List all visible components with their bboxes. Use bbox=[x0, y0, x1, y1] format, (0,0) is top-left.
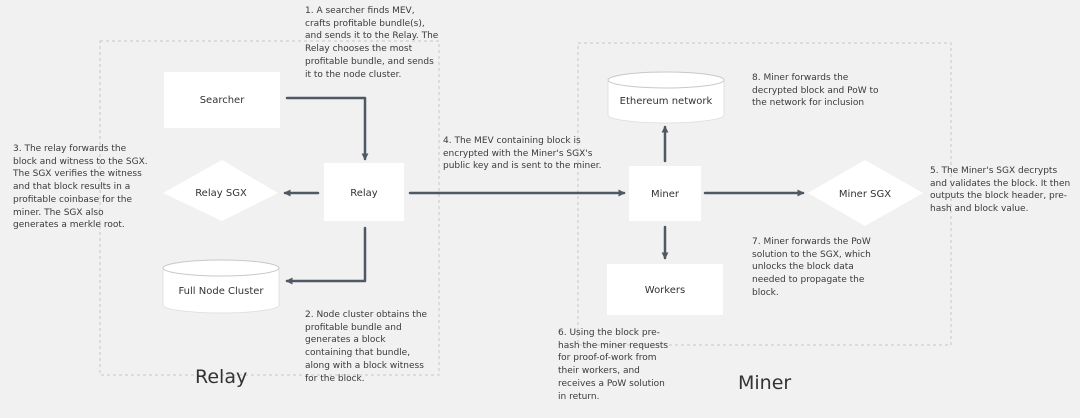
ethereum-network-node: Ethereum network bbox=[607, 71, 725, 124]
full-node-cluster-label: Full Node Cluster bbox=[178, 286, 264, 297]
step-4-note: 4. The MEV containing block is encrypted… bbox=[443, 136, 602, 172]
relay-sgx-label: Relay SGX bbox=[195, 188, 247, 199]
searcher-label: Searcher bbox=[200, 95, 246, 106]
relay-region-label: Relay bbox=[195, 366, 248, 388]
miner-region-boundary bbox=[577, 42, 952, 346]
workers-node: Workers bbox=[607, 264, 723, 315]
step-7-note: 7. Miner forwards the PoW solution to th… bbox=[752, 237, 871, 298]
relay-label: Relay bbox=[350, 188, 378, 199]
miner-sgx-label: Miner SGX bbox=[839, 189, 891, 200]
miner-sgx-node: Miner SGX bbox=[808, 160, 923, 226]
relay-region-boundary bbox=[99, 40, 440, 376]
relay-node: Relay bbox=[324, 163, 404, 221]
relay-sgx-node: Relay SGX bbox=[163, 160, 278, 221]
arrow-relay-to-full-node-cluster bbox=[285, 226, 367, 285]
step-1-note: 1. A searcher finds MEV, crafts profitab… bbox=[305, 6, 439, 80]
step-8-note: 8. Miner forwards the decrypted block an… bbox=[752, 73, 879, 109]
ethereum-network-label: Ethereum network bbox=[620, 96, 713, 107]
step-5-note: 5. The Miner's SGX decrypts and validate… bbox=[930, 166, 1071, 215]
arrow-searcher-to-relay bbox=[285, 96, 369, 161]
step-3-note: 3. The relay forwards the block and witn… bbox=[13, 144, 148, 231]
step-6-note: 6. Using the block pre- hash the miner r… bbox=[558, 328, 669, 402]
miner-region-label: Miner bbox=[738, 372, 792, 394]
miner-node: Miner bbox=[629, 166, 701, 221]
full-node-cluster-node: Full Node Cluster bbox=[162, 259, 280, 314]
searcher-node: Searcher bbox=[164, 72, 280, 128]
step-2-note: 2. Node cluster obtains the profitable b… bbox=[305, 310, 428, 384]
miner-label: Miner bbox=[651, 189, 680, 200]
workers-label: Workers bbox=[645, 285, 685, 296]
